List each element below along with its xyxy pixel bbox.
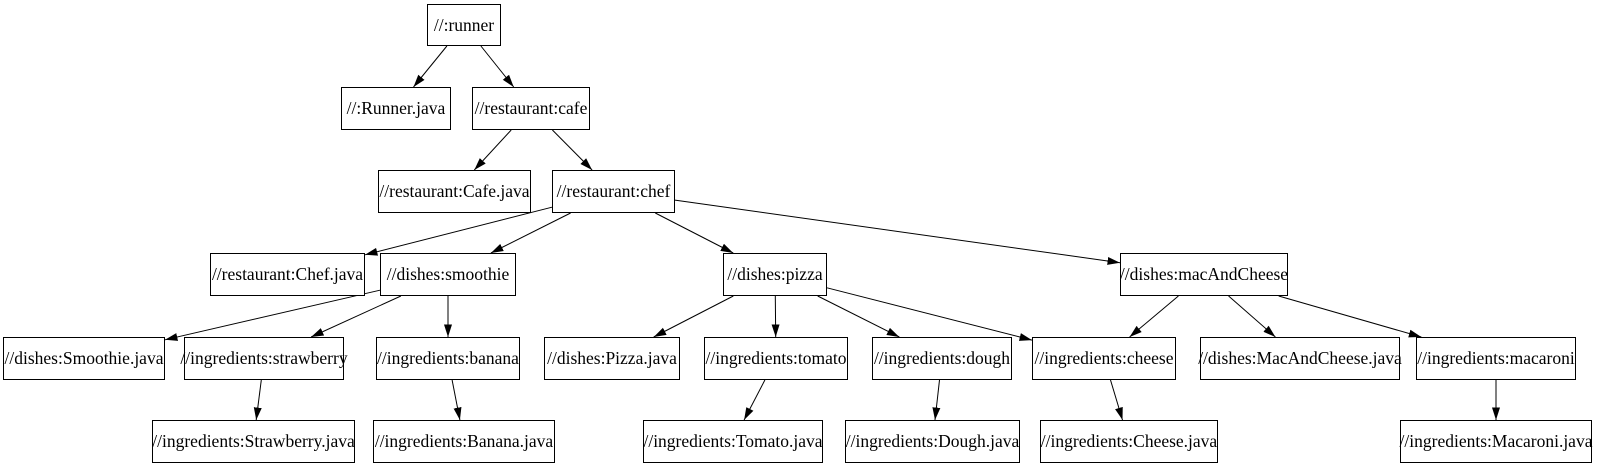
node-dough: //ingredients:dough bbox=[872, 337, 1012, 380]
edge-pizza-to-pizza_java bbox=[653, 295, 734, 338]
node-smoothie: //dishes:smoothie bbox=[380, 253, 516, 296]
node-macaroni_java: //ingredients:Macaroni.java bbox=[1400, 420, 1592, 463]
edge-runner-to-runner_java bbox=[413, 45, 448, 88]
node-cafe_java: //restaurant:Cafe.java bbox=[378, 170, 531, 213]
edge-chef-to-pizza bbox=[655, 212, 734, 254]
node-cafe: //restaurant:cafe bbox=[472, 87, 590, 130]
edge-dough-to-dough_java bbox=[932, 379, 941, 421]
edge-smoothie-to-smoothie_java bbox=[164, 289, 381, 341]
edge-mac_and_cheese-to-macaroni bbox=[1278, 295, 1422, 338]
node-chef: //restaurant:chef bbox=[552, 170, 675, 213]
node-strawberry_java: //ingredients:Strawberry.java bbox=[152, 420, 355, 463]
edge-runner-to-cafe bbox=[480, 45, 515, 88]
node-mac_and_cheese: //dishes:macAndCheese bbox=[1120, 253, 1288, 296]
node-chef_java: //restaurant:Chef.java bbox=[210, 253, 365, 296]
edge-chef-to-smoothie bbox=[490, 212, 571, 254]
edge-chef-to-mac_and_cheese bbox=[674, 199, 1121, 265]
node-strawberry: //ingredients:strawberry bbox=[180, 337, 348, 380]
node-dough_java: //ingredients:Dough.java bbox=[845, 420, 1020, 463]
node-cheese_java: //ingredients:Cheese.java bbox=[1040, 420, 1218, 463]
edge-tomato-to-tomato_java bbox=[743, 379, 766, 421]
node-tomato: //ingredients:tomato bbox=[704, 337, 848, 380]
node-pizza: //dishes:pizza bbox=[723, 253, 827, 296]
node-tomato_java: //ingredients:Tomato.java bbox=[643, 420, 823, 463]
node-mac_and_cheese_java: //dishes:MacAndCheese.java bbox=[1198, 337, 1402, 380]
edge-pizza-to-cheese bbox=[826, 287, 1033, 341]
node-macaroni: //ingredients:macaroni bbox=[1416, 337, 1576, 380]
edge-banana-to-banana_java bbox=[451, 379, 462, 421]
node-banana: //ingredients:banana bbox=[376, 337, 520, 380]
node-pizza_java: //dishes:Pizza.java bbox=[544, 337, 680, 380]
edge-chef-to-chef_java bbox=[364, 206, 553, 256]
edge-mac_and_cheese-to-mac_and_cheese_java bbox=[1228, 295, 1276, 338]
edge-cafe-to-cafe_java bbox=[473, 129, 512, 171]
node-runner_java: //:Runner.java bbox=[341, 87, 451, 130]
node-cheese: //ingredients:cheese bbox=[1032, 337, 1176, 380]
node-runner: //:runner bbox=[427, 4, 501, 46]
node-smoothie_java: //dishes:Smoothie.java bbox=[3, 337, 165, 380]
edge-strawberry-to-strawberry_java bbox=[253, 379, 262, 421]
node-banana_java: //ingredients:Banana.java bbox=[373, 420, 555, 463]
edge-mac_and_cheese-to-cheese bbox=[1129, 295, 1179, 338]
edge-cheese-to-cheese_java bbox=[1110, 379, 1123, 421]
edge-pizza-to-dough bbox=[817, 295, 900, 338]
edge-cafe-to-chef bbox=[552, 129, 593, 171]
edge-smoothie-to-strawberry bbox=[310, 295, 402, 338]
